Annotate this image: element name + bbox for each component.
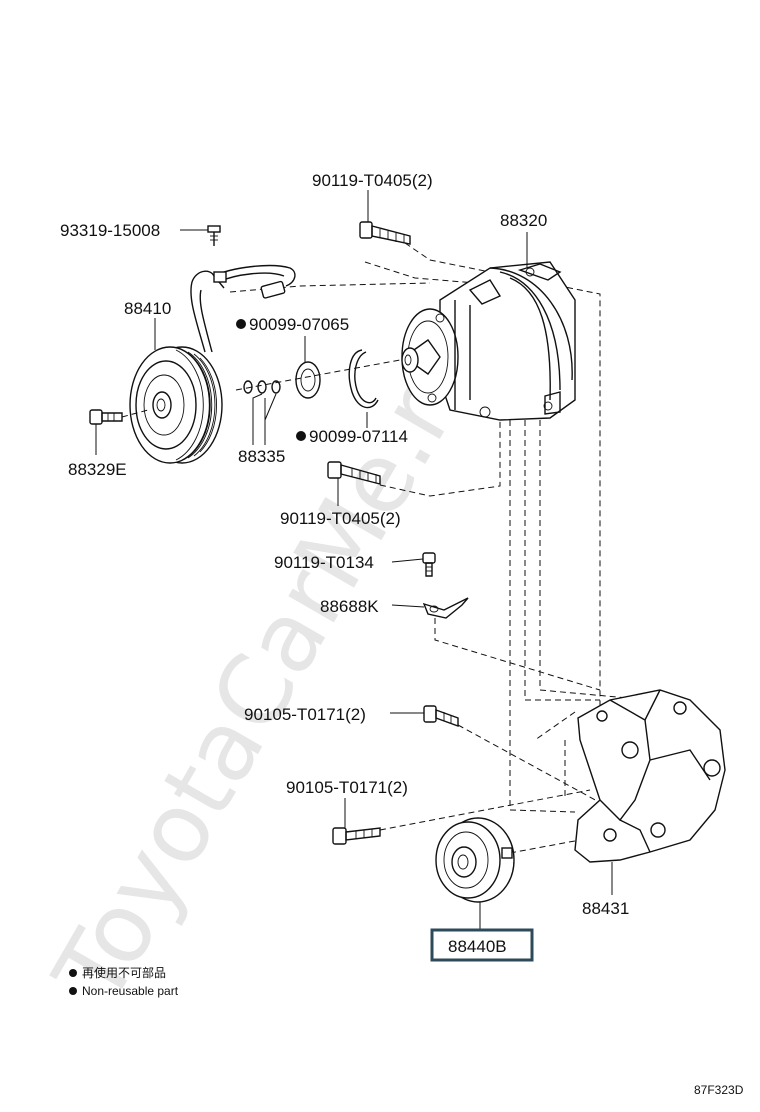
figure-code: 87F323D [694, 1083, 744, 1097]
bolt-bracket-2-icon [332, 827, 381, 845]
bolt-mid-icon [327, 461, 381, 485]
non-reusable-marker-2 [296, 431, 306, 441]
snap-ring-2-icon [348, 349, 379, 409]
legend-line-1: 再使用不可部品 [82, 965, 166, 980]
label-center-bolt: 88329E [68, 460, 127, 479]
bolt-bracket-1-icon [423, 705, 459, 727]
clutch-pulley-icon [129, 346, 223, 464]
highlight-box [430, 928, 534, 962]
label-compressor: 88320 [500, 211, 547, 230]
clutch-wire-icon [190, 264, 296, 353]
label-bolt-mid: 90119-T0405(2) [280, 509, 401, 528]
label-bolt-bracket-1: 90105-T0171(2) [244, 705, 366, 724]
center-bolt-icon [89, 409, 149, 425]
label-screw: 93319-15008 [60, 221, 160, 240]
label-bolt-top: 90119-T0405(2) [312, 171, 433, 190]
label-bolt-clamp: 90119-T0134 [274, 553, 374, 572]
label-snap-ring-2: 90099-07114 [309, 427, 408, 446]
shims-icon [243, 380, 281, 394]
bracket-icon [574, 689, 726, 863]
bolt-clamp-icon [422, 552, 436, 577]
snap-ring-1-icon [295, 361, 321, 399]
label-bolt-bracket-2: 90105-T0171(2) [286, 778, 408, 797]
label-clutch: 88410 [124, 299, 171, 318]
compressor-icon [401, 261, 576, 421]
label-clamp: 88688K [320, 597, 379, 616]
label-bracket: 88431 [582, 899, 629, 918]
label-snap-ring-1: 90099-07065 [249, 315, 349, 334]
legend-bullet-1 [69, 969, 77, 977]
idler-pulley-icon [435, 817, 515, 903]
screw-icon [207, 225, 221, 246]
label-shims: 88335 [238, 447, 285, 466]
label-idler-pulley[interactable]: 88440B [448, 937, 507, 956]
bolt-top-icon [359, 221, 411, 245]
assembly-dashed-lines [229, 242, 651, 854]
legend-bullet-2 [69, 987, 77, 995]
clamp-icon [422, 597, 469, 619]
legend-line-2: Non-reusable part [82, 984, 179, 998]
non-reusable-marker-1 [236, 319, 246, 329]
